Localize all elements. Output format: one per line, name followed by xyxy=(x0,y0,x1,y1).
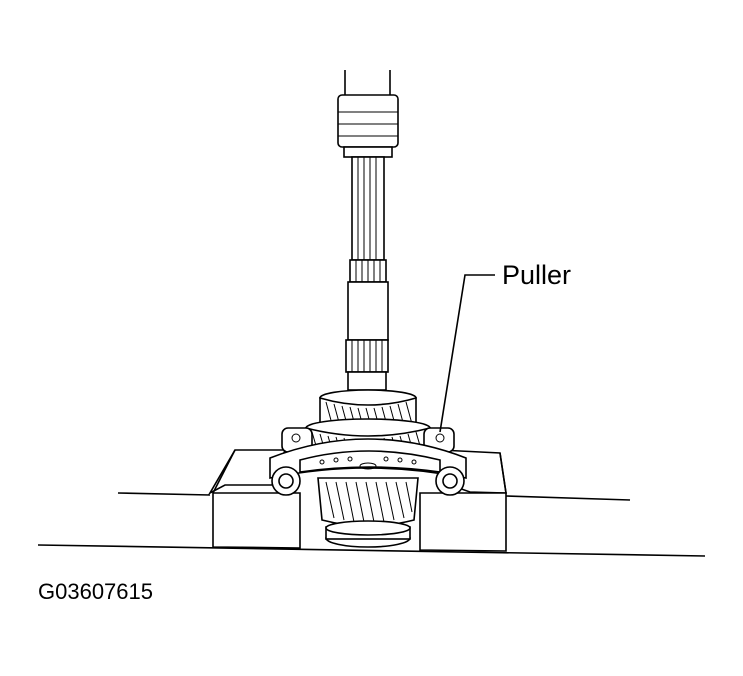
figure-code: G03607615 xyxy=(38,579,153,604)
puller-tool xyxy=(269,427,467,496)
puller-label: Puller xyxy=(502,260,571,290)
press-ram xyxy=(337,70,399,158)
press-support-block xyxy=(207,449,507,552)
work-surface xyxy=(37,492,706,557)
main-shaft xyxy=(345,156,389,391)
puller-callout: Puller xyxy=(439,260,571,433)
